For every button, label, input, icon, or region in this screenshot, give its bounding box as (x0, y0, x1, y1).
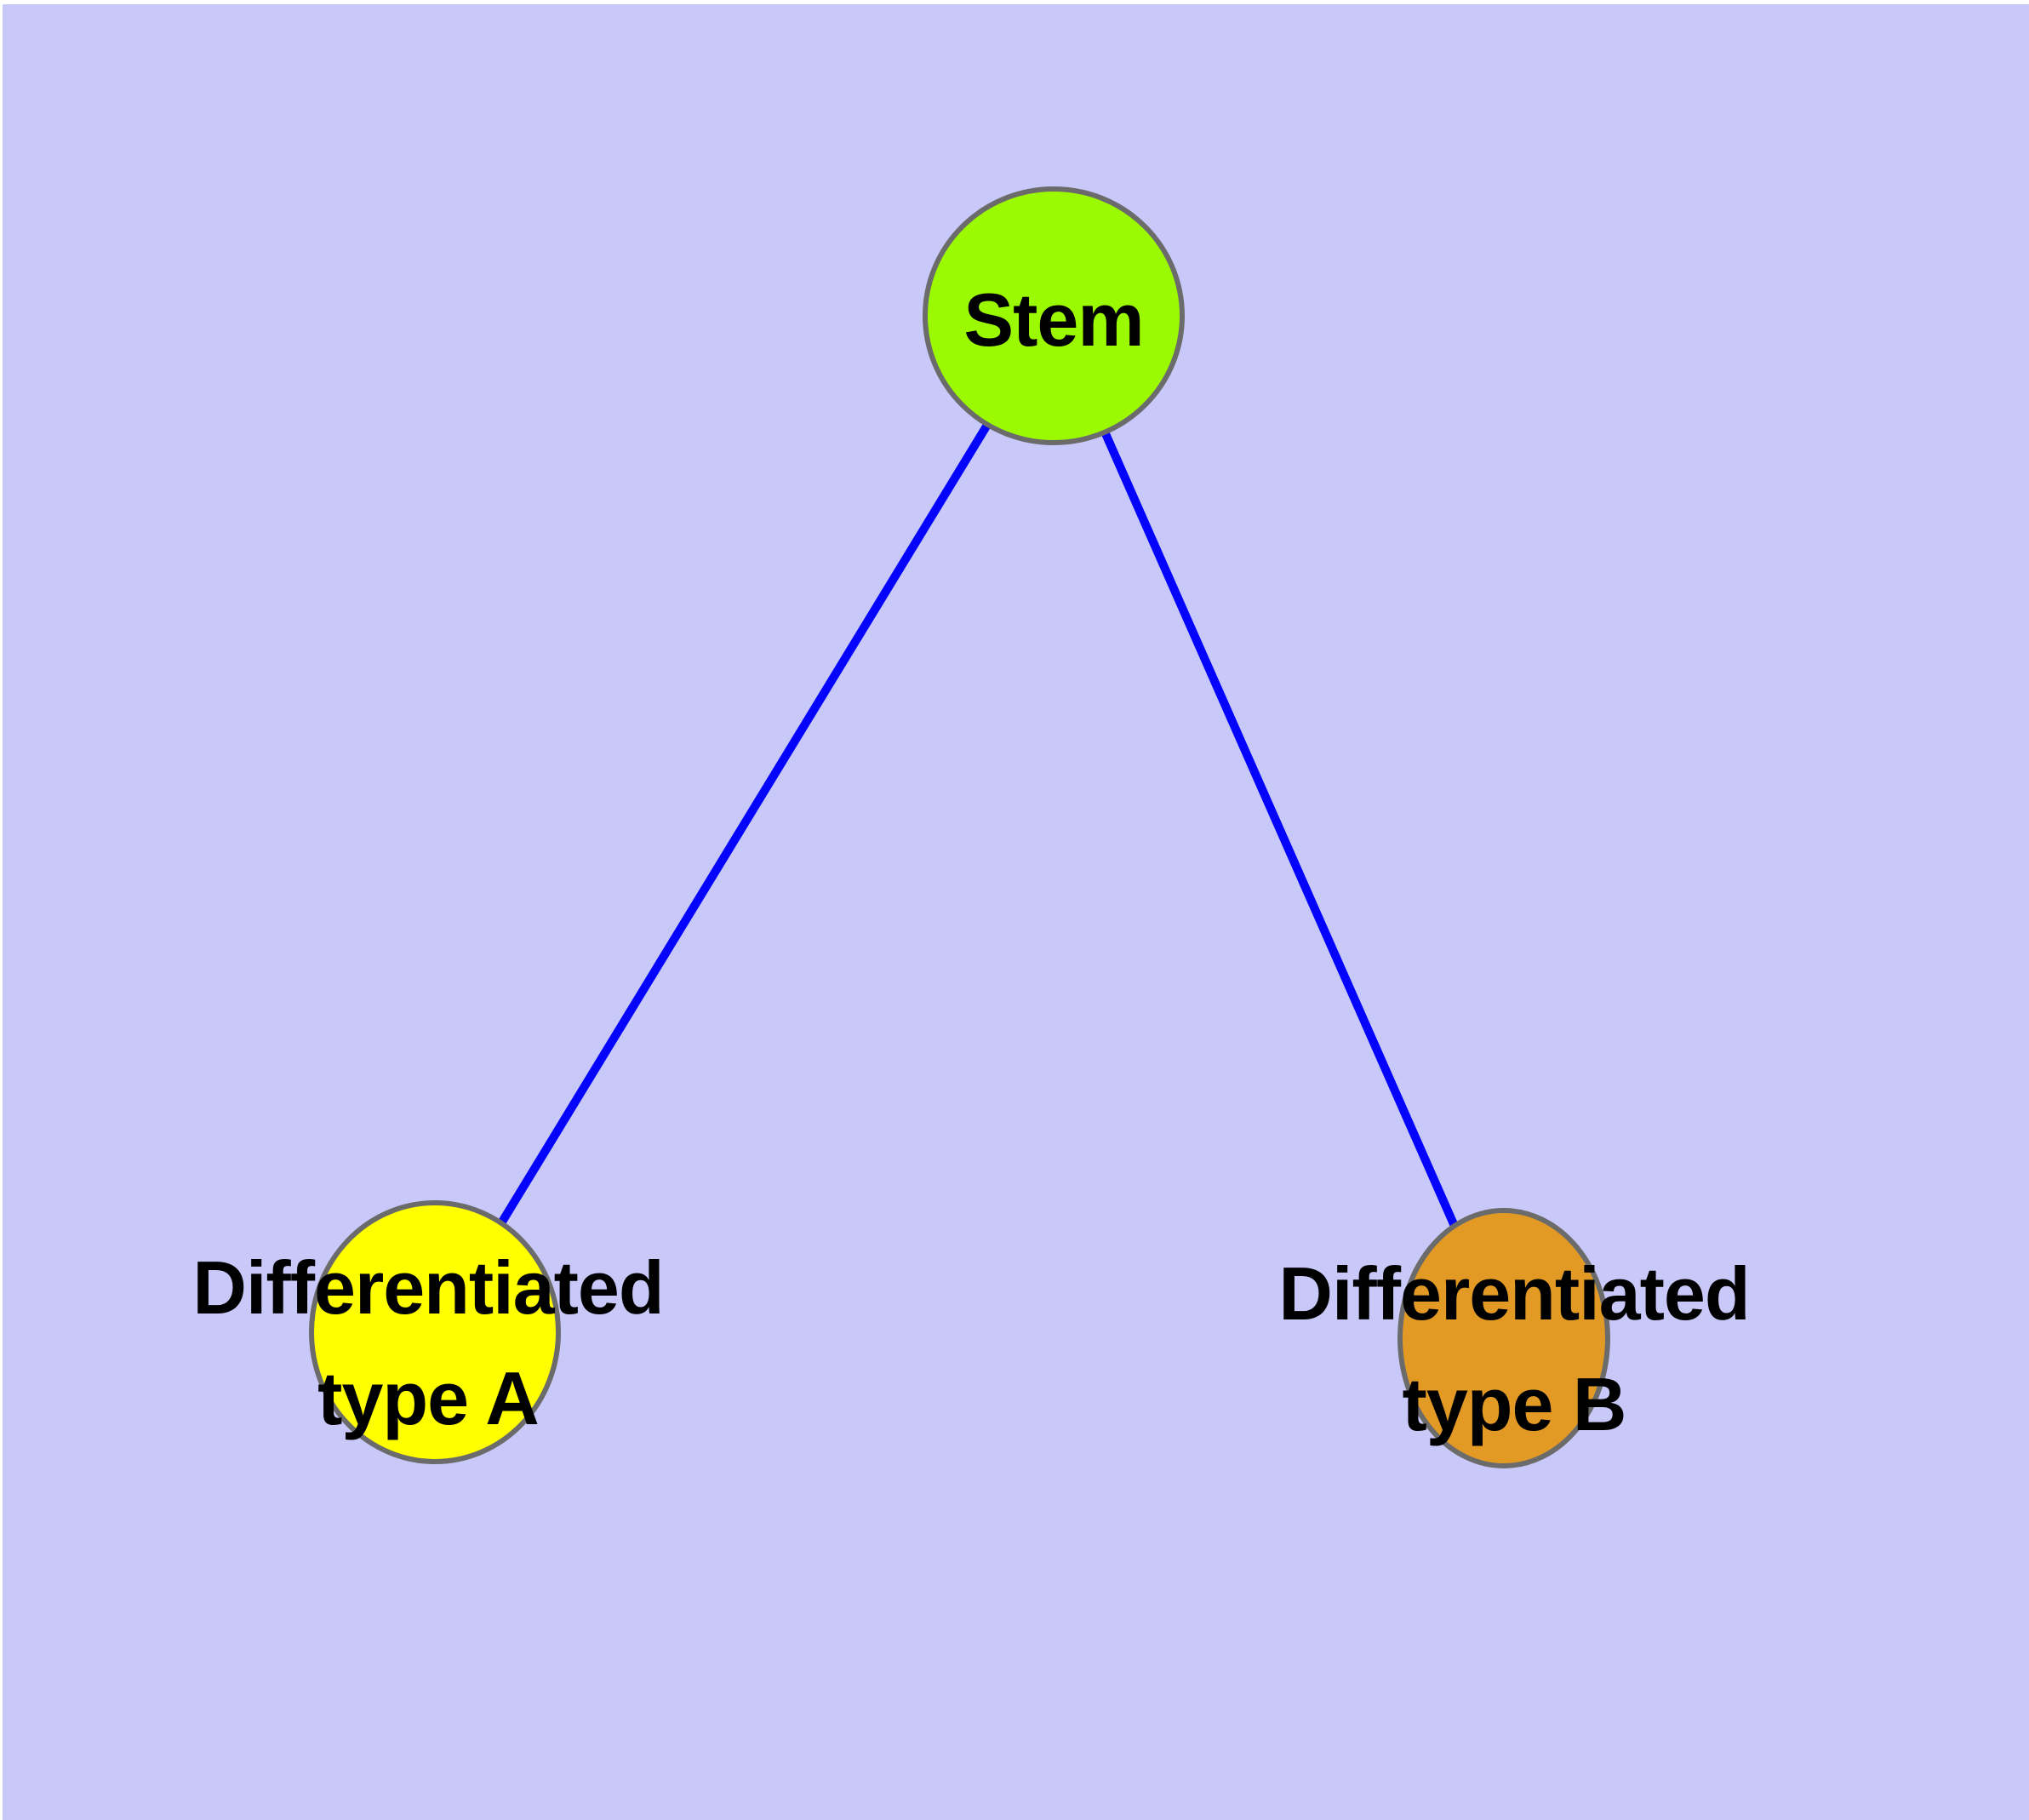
node-stem (923, 186, 1185, 445)
node-label-stem: Stem (963, 265, 1144, 375)
edge-stem-to-differentiated-type-a (431, 313, 1058, 1335)
node-label-stem-line1: Stem (963, 278, 1144, 362)
node-differentiated-type-a (309, 1200, 561, 1464)
edge-stem-to-differentiated-type-b (1049, 313, 1508, 1341)
node-label-differentiated-type-a: Differentiated type A (192, 1233, 664, 1454)
node-label-differentiated-type-a-line1: Differentiated (192, 1245, 664, 1330)
node-label-differentiated-type-b-line1: Differentiated (1278, 1251, 1750, 1336)
node-label-differentiated-type-a-line2: type A (317, 1356, 540, 1440)
node-label-differentiated-type-b-line2: type B (1402, 1362, 1627, 1446)
node-differentiated-type-b (1397, 1208, 1610, 1468)
node-label-differentiated-type-b: Differentiated type B (1278, 1239, 1750, 1460)
